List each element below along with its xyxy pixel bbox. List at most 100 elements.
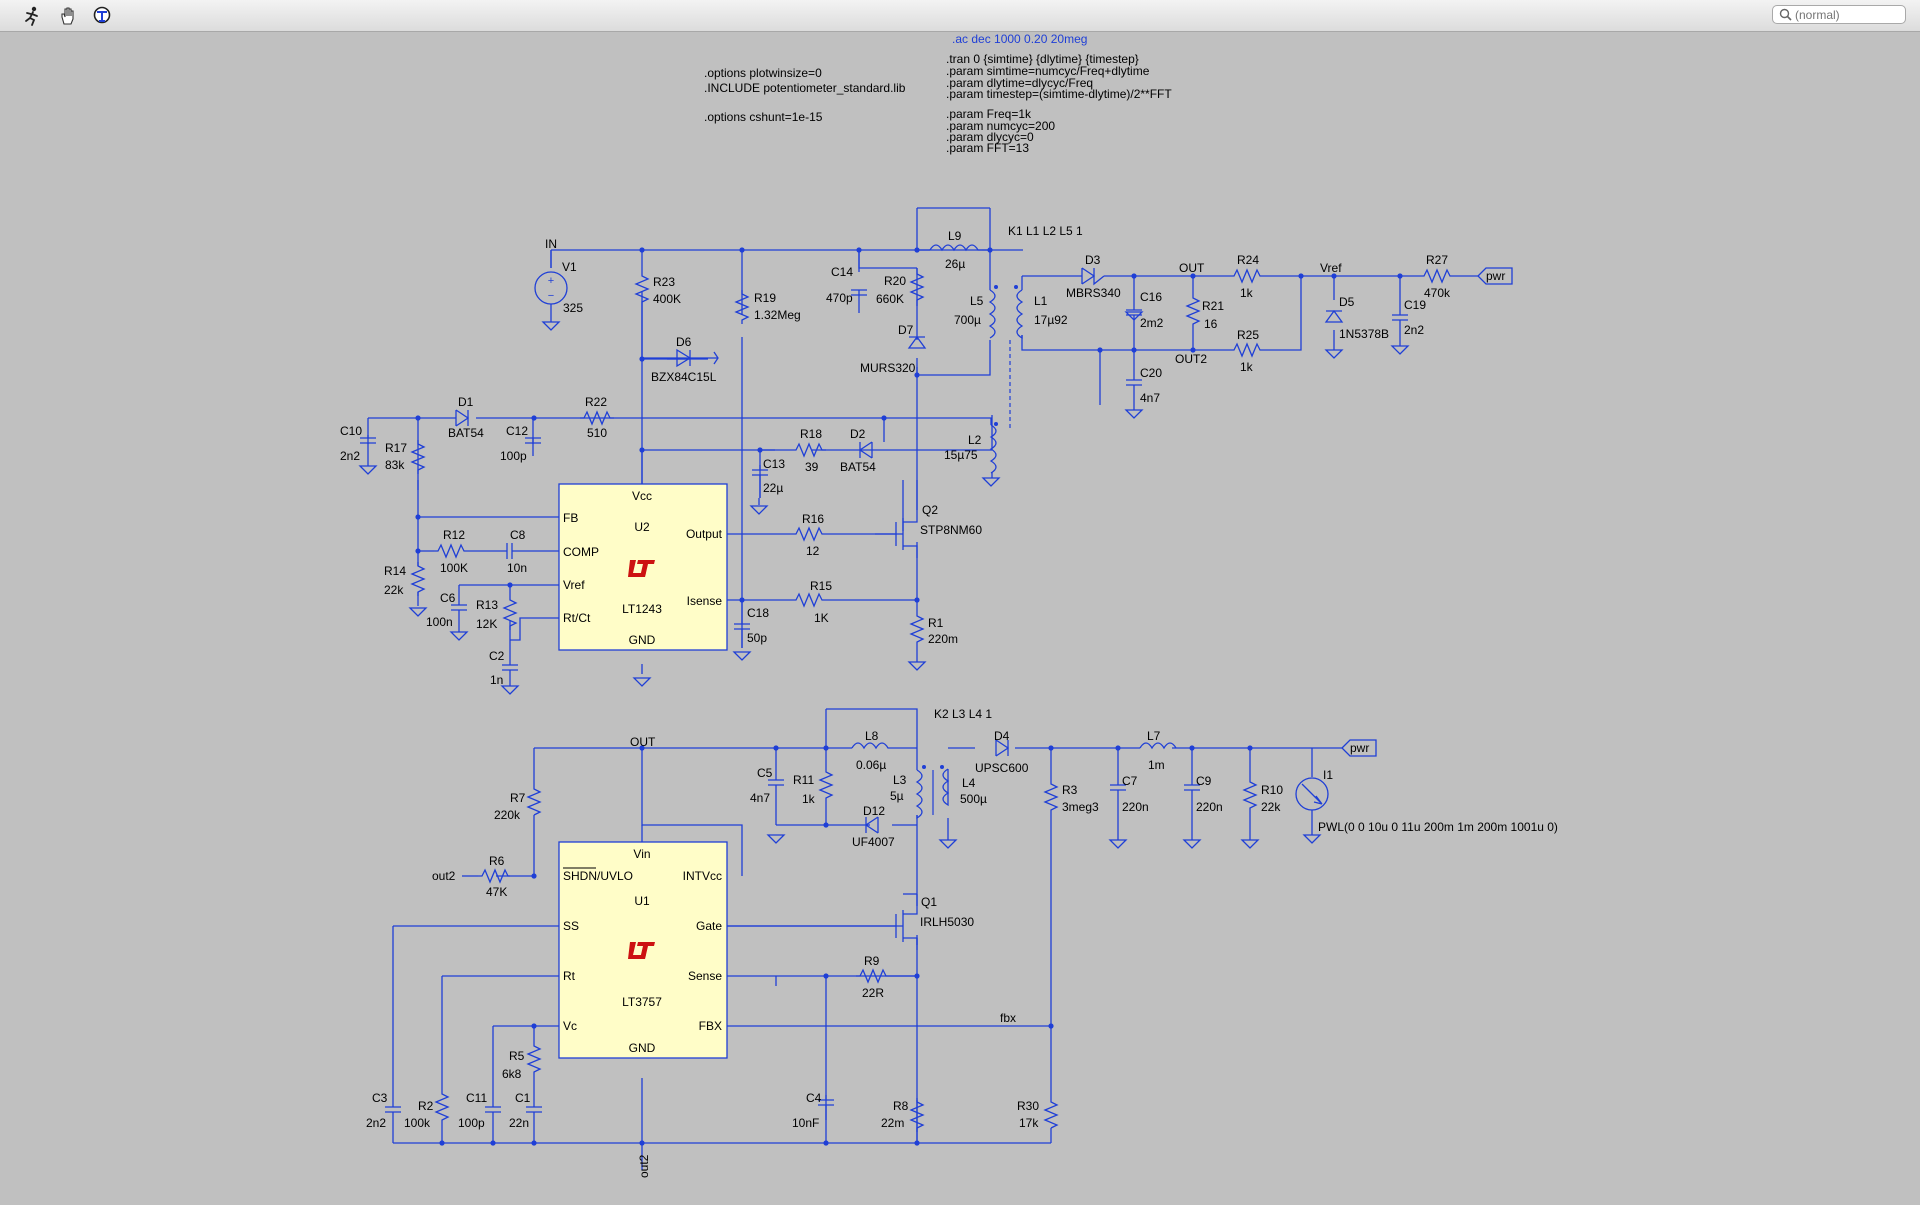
svg-text:+: + — [548, 275, 554, 287]
c11-ref: C11 — [466, 1091, 487, 1105]
ac-directive[interactable]: .ac dec 1000 0.20 20meg — [952, 32, 1087, 46]
c9-value: 220n — [1196, 800, 1223, 814]
freq-directive[interactable]: .param Freq=1k — [946, 107, 1032, 121]
u1-pin-ss: SS — [563, 919, 579, 933]
r30-symbol[interactable] — [1043, 1098, 1059, 1129]
r3-symbol[interactable] — [1043, 780, 1059, 818]
net-fbx-label[interactable]: fbx — [1000, 1011, 1016, 1025]
u1-pin-gate: Gate — [696, 919, 722, 933]
net-out-label[interactable]: OUT — [1179, 261, 1205, 275]
plotwinsize-directive[interactable]: .options plotwinsize=0 — [704, 66, 822, 80]
r15-symbol[interactable] — [792, 592, 832, 608]
d12-ref: D12 — [863, 804, 885, 818]
r22-symbol[interactable] — [580, 410, 614, 426]
net-out-bottom-label[interactable]: OUT — [630, 735, 656, 749]
r12-symbol[interactable] — [434, 543, 466, 559]
r25-symbol[interactable] — [1230, 342, 1282, 358]
c12-ref: C12 — [506, 424, 528, 438]
net-labels[interactable]: IN OUT OUT2 Vref pwr pwr OUT out2 fbx ou… — [432, 237, 1505, 1178]
r20-value: 660K — [876, 292, 904, 306]
component-symbols[interactable]: + − — [358, 244, 1513, 1132]
net-pwr-flag-2[interactable]: pwr — [1350, 741, 1369, 755]
net-out2-label[interactable]: OUT2 — [1175, 352, 1207, 366]
i1-current-source[interactable] — [1295, 777, 1329, 811]
search-field[interactable] — [1772, 5, 1906, 24]
r23-symbol[interactable] — [634, 272, 650, 307]
l8-ref: L8 — [865, 729, 879, 743]
c9-ref: C9 — [1196, 774, 1212, 788]
r1-symbol[interactable] — [909, 612, 925, 645]
v1-source[interactable]: + − — [534, 250, 568, 331]
c10-value: 2n2 — [340, 449, 360, 463]
r5-symbol[interactable] — [526, 1042, 542, 1077]
i1-value: PWL(0 0 10u 0 11u 200m 1m 200m 1001u 0) — [1318, 820, 1558, 834]
r20-symbol[interactable] — [909, 268, 925, 306]
diode-symbols[interactable] — [455, 267, 1344, 834]
chip-u2-lt1243[interactable]: Vcc U2 LT1243 GND FB COMP Vref Rt/Ct Out… — [558, 483, 728, 651]
r14-symbol[interactable] — [410, 562, 426, 596]
c14-ref: C14 — [831, 265, 853, 279]
r27-symbol[interactable] — [1420, 268, 1452, 284]
r6-value: 47K — [486, 885, 507, 899]
r13-symbol[interactable] — [502, 596, 518, 630]
r21-symbol[interactable] — [1185, 292, 1201, 333]
r8-symbol[interactable] — [909, 1098, 925, 1132]
r27-ref: R27 — [1426, 253, 1448, 267]
r2-ref: R2 — [418, 1099, 434, 1113]
r11-symbol[interactable] — [818, 768, 834, 800]
halt-icon[interactable] — [90, 5, 114, 27]
r9-symbol[interactable] — [856, 968, 892, 984]
net-out2-left-label[interactable]: out2 — [432, 869, 456, 883]
r19-symbol[interactable] — [734, 290, 750, 324]
d4-ref: D4 — [994, 729, 1010, 743]
fft-directive[interactable]: .param FFT=13 — [946, 141, 1029, 155]
l8-value: 0.06µ — [856, 758, 886, 772]
timestep-directive[interactable]: .param timestep=(simtime-dlytime)/2**FFT — [946, 87, 1172, 101]
r2-symbol[interactable] — [434, 1090, 450, 1128]
k1-coupling-directive[interactable]: K1 L1 L2 L5 1 — [1008, 224, 1083, 238]
r23-value: 400K — [653, 292, 681, 306]
r16-symbol[interactable] — [792, 526, 832, 542]
r7-symbol[interactable] — [526, 785, 542, 816]
pan-hand-icon[interactable] — [56, 5, 80, 27]
r17-symbol[interactable] — [410, 440, 426, 474]
capacitor-symbols[interactable] — [360, 289, 1408, 1120]
spice-directives[interactable]: .ac dec 1000 0.20 20meg .options plotwin… — [704, 32, 1172, 721]
net-pwr-flag-1[interactable]: pwr — [1486, 269, 1505, 283]
search-input[interactable] — [1795, 7, 1899, 22]
r30-ref: R30 — [1017, 1099, 1039, 1113]
mosfet-q2[interactable] — [875, 510, 918, 558]
tran-directive[interactable]: .tran 0 {simtime} {dlytime} {timestep} — [946, 52, 1139, 66]
chip-u1-lt3757[interactable]: Vin U1 LT3757 GND SHDN/UVLO SS Rt Vc INT… — [558, 841, 728, 1059]
numcyc-directive[interactable]: .param numcyc=200 — [946, 119, 1055, 133]
net-flag-pwr[interactable] — [1341, 267, 1513, 757]
dlytime-directive[interactable]: .param dlytime=dlycyc/Freq — [946, 76, 1093, 90]
lt-logo-icon — [628, 560, 655, 577]
c8-value: 10n — [507, 561, 527, 575]
net-vref-label[interactable]: Vref — [1320, 261, 1342, 275]
simtime-directive[interactable]: .param simtime=numcyc/Freq+dlytime — [946, 64, 1150, 78]
r11-ref: R11 — [793, 773, 814, 787]
c2-value: 1n — [490, 673, 503, 687]
schematic-canvas[interactable]: .ac dec 1000 0.20 20meg .options plotwin… — [0, 32, 1920, 1200]
u1-pin-vin: Vin — [633, 847, 650, 861]
schematic[interactable]: .ac dec 1000 0.20 20meg .options plotwin… — [0, 32, 1920, 1200]
r19-ref: R19 — [754, 291, 776, 305]
mosfet-q1[interactable] — [727, 894, 918, 950]
cshunt-directive[interactable]: .options cshunt=1e-15 — [704, 110, 823, 124]
d6-ref: D6 — [676, 335, 692, 349]
r6-symbol[interactable] — [478, 868, 510, 884]
u1-pin-vc: Vc — [563, 1019, 577, 1033]
run-icon[interactable] — [20, 5, 44, 27]
inductor-symbols[interactable] — [851, 244, 1177, 820]
ground-symbols — [358, 311, 1410, 849]
k2-coupling-directive[interactable]: K2 L3 L4 1 — [934, 707, 992, 721]
r10-symbol[interactable] — [1242, 778, 1258, 815]
r24-symbol[interactable] — [1230, 268, 1269, 284]
include-directive[interactable]: .INCLUDE potentiometer_standard.lib — [704, 81, 906, 95]
r18-symbol[interactable] — [792, 442, 826, 458]
dlycyc-directive[interactable]: .param dlycyc=0 — [946, 130, 1034, 144]
net-in-label[interactable]: IN — [545, 237, 557, 251]
net-out2-bottom-label[interactable]: out2 — [637, 1154, 651, 1178]
c18-ref: C18 — [747, 606, 769, 620]
